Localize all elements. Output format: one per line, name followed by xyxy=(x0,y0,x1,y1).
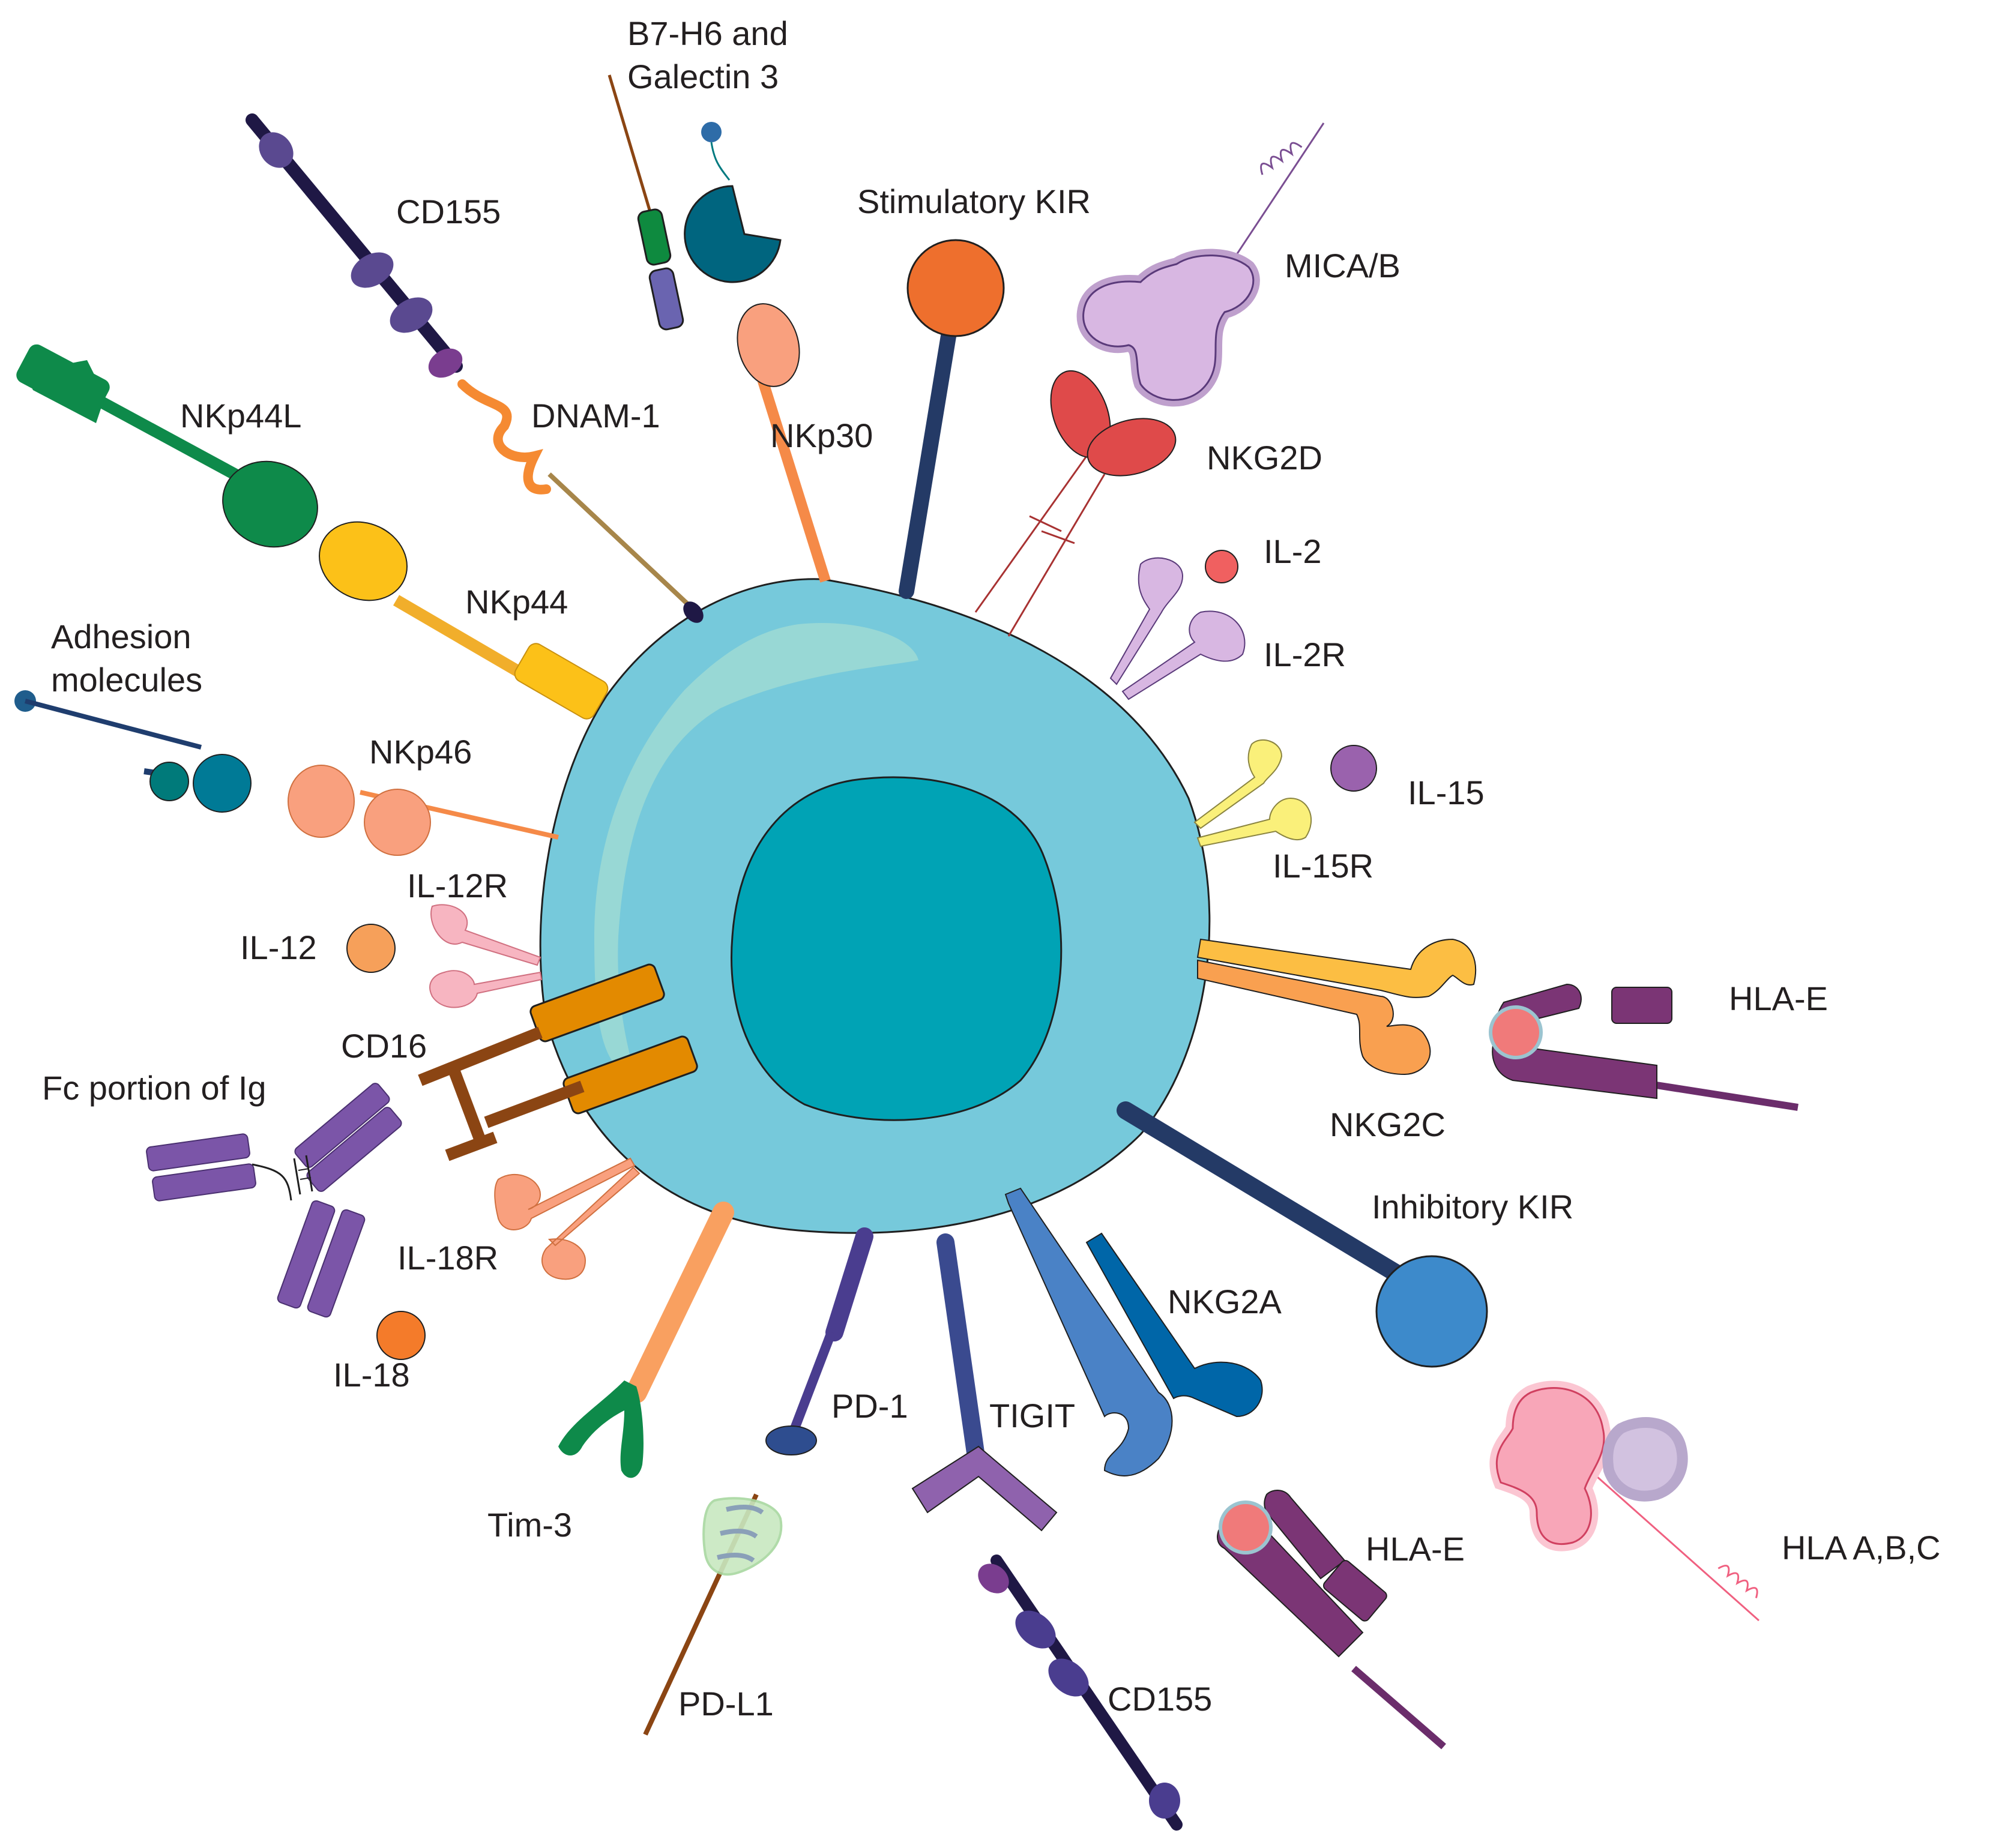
label-pd1: PD-1 xyxy=(831,1387,908,1425)
label-fc-portion: Fc portion of Ig xyxy=(42,1069,267,1107)
il2-receptor xyxy=(1109,550,1246,700)
label-nkp44l: NKp44L xyxy=(180,397,301,435)
label-il2: IL-2 xyxy=(1264,532,1322,570)
label-nkp46: NKp46 xyxy=(369,733,472,771)
nkp46-receptor xyxy=(288,765,559,856)
nk-cell xyxy=(539,578,1211,1234)
label-il15r: IL-15R xyxy=(1273,847,1373,885)
label-nkg2a: NKG2A xyxy=(1168,1283,1282,1320)
il15-receptor xyxy=(1193,739,1377,847)
label-hla-e-right: HLA-E xyxy=(1729,980,1828,1017)
label-tigit: TIGIT xyxy=(989,1397,1075,1434)
nucleus xyxy=(731,776,1063,1121)
labels: B7-H6 and Galectin 3 CD155 Stimulatory K… xyxy=(42,14,1941,1723)
label-mica-b: MICA/B xyxy=(1285,247,1401,284)
label-dnam1: DNAM-1 xyxy=(531,397,660,435)
il18-receptor xyxy=(376,1157,641,1360)
tigit-receptor xyxy=(911,1233,1058,1532)
label-b7h6-line1: B7-H6 and xyxy=(627,14,788,52)
mica-b-ligand xyxy=(1076,122,1325,407)
label-cd155-top: CD155 xyxy=(396,193,501,230)
label-pdl1: PD-L1 xyxy=(678,1685,774,1723)
nkp44-receptor xyxy=(318,521,609,720)
adhesion-molecules xyxy=(14,690,252,813)
b7h6-galectin3-ligand xyxy=(608,74,782,331)
label-cd155-bottom: CD155 xyxy=(1108,1680,1212,1718)
hla-e-right-ligand xyxy=(1489,983,1799,1111)
label-nkg2d: NKG2D xyxy=(1207,439,1322,477)
inhibitory-kir-receptor xyxy=(1117,1101,1488,1368)
label-b7h6-line2: Galectin 3 xyxy=(627,58,779,95)
label-il18r: IL-18R xyxy=(397,1239,498,1277)
pd1-receptor xyxy=(765,1227,873,1455)
label-nkp30: NKp30 xyxy=(770,417,873,454)
nkg2c-receptor xyxy=(1196,938,1477,1076)
label-hla-abc: HLA A,B,C xyxy=(1782,1529,1941,1567)
label-inhibitory-kir: Inhibitory KIR xyxy=(1372,1188,1573,1226)
cd16-receptor xyxy=(418,963,698,1161)
pdl1-ligand xyxy=(643,1493,783,1736)
hla-e-bottom-ligand xyxy=(1217,1490,1446,1750)
stimulatory-kir-receptor xyxy=(899,239,1005,599)
nkp44l-ligand xyxy=(16,344,318,548)
fc-ig-antibody xyxy=(146,1083,402,1318)
label-hla-e-bottom: HLA-E xyxy=(1366,1530,1465,1568)
cd155-top-ligand xyxy=(246,113,463,378)
label-adhesion-line1: Adhesion xyxy=(51,618,191,655)
nkp30-receptor xyxy=(737,303,831,583)
label-tim3: Tim-3 xyxy=(487,1506,572,1544)
label-nkp44: NKp44 xyxy=(465,583,568,621)
label-cd16: CD16 xyxy=(341,1027,427,1065)
nkg2a-receptor xyxy=(1004,1187,1263,1476)
label-il12r: IL-12R xyxy=(407,867,508,904)
il12-receptor xyxy=(346,904,543,1008)
label-adhesion-line2: molecules xyxy=(51,661,202,699)
nkg2d-receptor xyxy=(974,370,1177,637)
dnam1-receptor xyxy=(457,379,704,623)
tim3-receptor xyxy=(558,1202,734,1478)
cd155-bottom-ligand xyxy=(978,1555,1183,1831)
membrane-highlight xyxy=(594,623,918,1080)
hla-abc-ligand xyxy=(1489,1380,1759,1622)
label-il2r: IL-2R xyxy=(1264,636,1346,673)
label-il15: IL-15 xyxy=(1408,774,1485,811)
label-il18: IL-18 xyxy=(333,1356,410,1394)
label-nkg2c: NKG2C xyxy=(1330,1106,1446,1143)
label-il12: IL-12 xyxy=(240,929,317,966)
label-stimulatory-kir: Stimulatory KIR xyxy=(857,182,1091,220)
